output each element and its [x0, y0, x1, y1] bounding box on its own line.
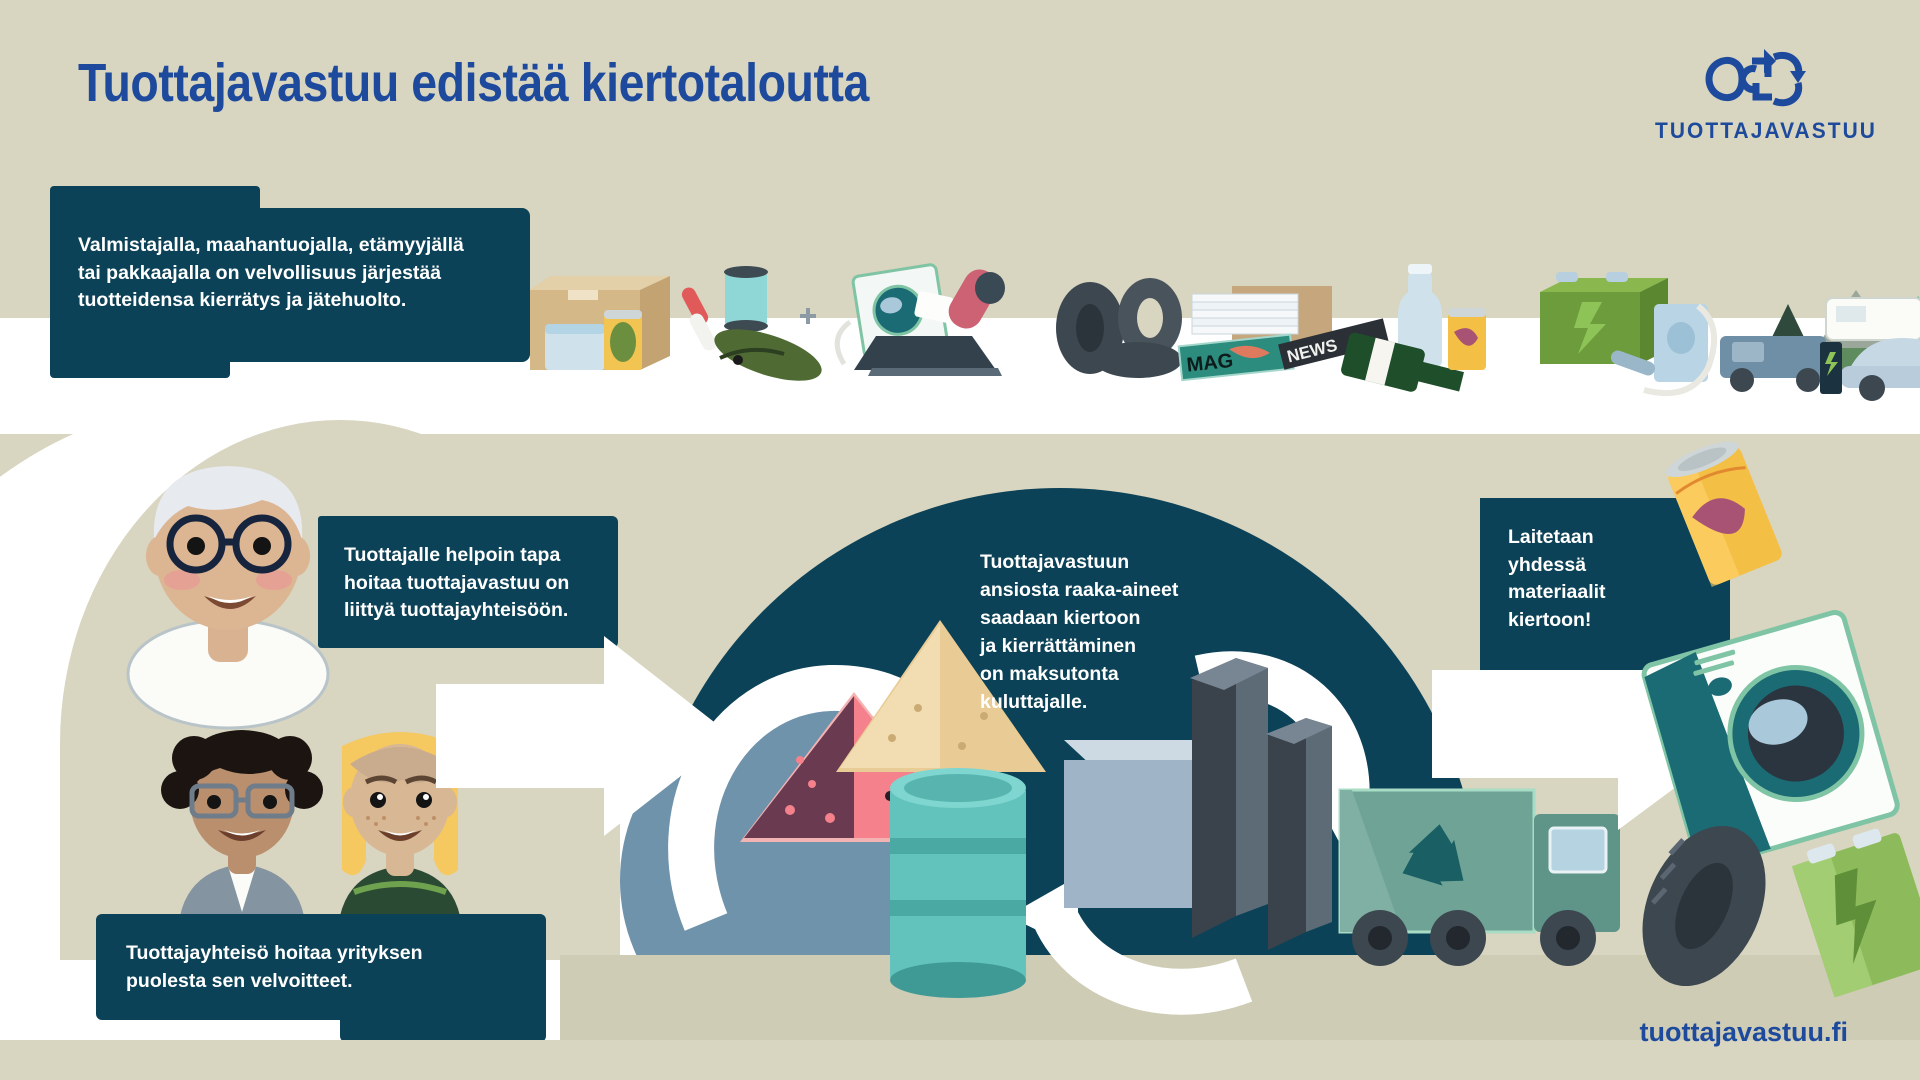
person-with-glasses-avatar [161, 730, 323, 916]
product-group-paper: MAG NEWS [1177, 286, 1390, 382]
product-group-fishing-gear [681, 266, 822, 381]
community-callout-foot [340, 1012, 546, 1042]
product-group-vehicles [1720, 290, 1920, 401]
ground-plane-front [0, 1040, 1920, 1080]
central-callout-text: Tuottajavastuun ansiosta raaka-aineet sa… [980, 551, 1179, 714]
brand-wordmark: TUOTTAJAVASTUU [1655, 118, 1878, 143]
product-group-batteries [1540, 272, 1717, 397]
cycle-arrow-head-3 [1008, 876, 1078, 950]
community-callout: Tuottajayhteisö hoitaa yrityksen puolest… [96, 914, 546, 1020]
callout-foot [50, 356, 230, 378]
arrow-stage-1-to-2 [436, 636, 732, 836]
community-people-avatars [161, 730, 460, 916]
page-title: Tuottajavastuu edistää kiertotaloutta [78, 53, 869, 113]
elderly-person-avatar [126, 466, 330, 730]
product-group-packaging [530, 276, 670, 370]
mobius-recycle-icon [1402, 824, 1464, 886]
central-cycle-illustration [668, 620, 1620, 1015]
washing-machine [1641, 609, 1900, 870]
website-url[interactable]: tuottajavastuu.fi [1639, 1017, 1848, 1047]
recycled-items-illustration [1641, 441, 1920, 998]
community-callout-text: Tuottajayhteisö hoitaa yrityksen puolest… [126, 942, 423, 992]
callout-body [50, 208, 530, 362]
battery [1791, 828, 1920, 998]
product-group-tyres [1056, 278, 1182, 378]
product-group-electronics [834, 263, 1005, 376]
oil-barrel [890, 768, 1026, 998]
join-callout-text: Tuottajalle helpoin tapa hoitaa tuottaja… [344, 544, 570, 622]
magazine-label: MAG [1186, 350, 1235, 377]
producer-callout-text: Valmistajalla, maahantuojalla, etämyyjäl… [78, 234, 464, 312]
steel-beams [1190, 658, 1332, 950]
join-community-callout: Tuottajalle helpoin tapa hoitaa tuottaja… [318, 516, 618, 648]
brand-logo[interactable]: TUOTTAJAVASTUU [1650, 48, 1878, 144]
recycling-truck [1338, 788, 1620, 966]
blonde-person-avatar [340, 732, 460, 916]
infinity-recycle-loop-icon [1650, 48, 1850, 110]
aluminium-can [1665, 441, 1782, 587]
product-group-beverage [1341, 264, 1486, 392]
together-callout-text: Laitetaan yhdessä materiaalit kiertoon! [1508, 526, 1606, 632]
tyre [1642, 825, 1766, 987]
product-strip: MAG NEWS [530, 263, 1920, 401]
